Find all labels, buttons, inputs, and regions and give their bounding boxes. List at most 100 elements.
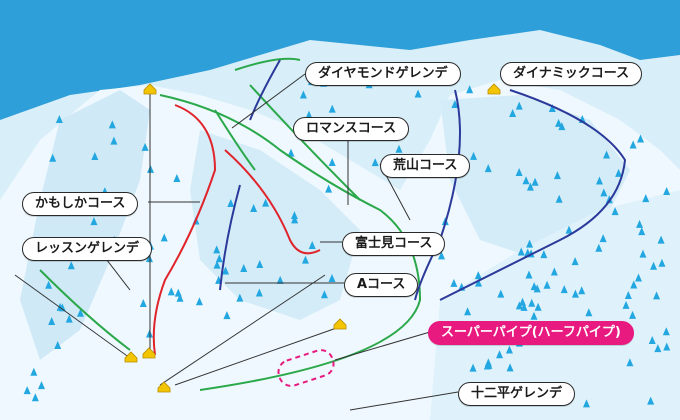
tree-icon: [438, 251, 446, 260]
label-lesson-gelande: レッスンゲレンデ: [22, 237, 153, 261]
lodge-icon: [487, 83, 501, 95]
tree-icon: [90, 217, 98, 226]
tree-icon: [450, 278, 458, 287]
course-red-main: [152, 104, 217, 356]
tree-icon: [530, 282, 538, 291]
tree-icon: [515, 101, 523, 110]
tree-icon: [526, 182, 534, 191]
tree-icon: [525, 270, 533, 279]
label-super-pipe: スーパーパイプ(ハーフパイプ): [428, 321, 634, 345]
tree-icon: [173, 174, 181, 183]
tree-icon: [305, 110, 313, 119]
tree-icon: [654, 344, 662, 353]
course-red-center: [224, 149, 321, 255]
label-fujimi-course: 富士見コース: [342, 232, 446, 256]
tree-icon: [215, 254, 223, 263]
tree-icon: [639, 249, 647, 258]
tree-icon: [629, 310, 637, 319]
tree-icon: [509, 108, 517, 117]
tree-icon: [54, 341, 62, 350]
tree-icon: [534, 302, 542, 311]
tree-icon: [578, 286, 586, 295]
tree-icon: [395, 144, 403, 153]
tree-icon: [250, 204, 258, 213]
tree-icon: [139, 298, 147, 307]
tree-icon: [108, 120, 116, 129]
tree-icon: [657, 235, 665, 244]
course-navy-3: [414, 89, 461, 301]
tree-icon: [291, 215, 299, 224]
tree-icon: [622, 300, 630, 309]
tree-icon: [67, 261, 75, 270]
tree-icon: [600, 188, 608, 197]
tree-icon: [565, 225, 573, 234]
tree-icon: [605, 195, 613, 204]
lodge-icon: [142, 347, 156, 359]
tree-icon: [256, 259, 264, 268]
tree-icon: [464, 307, 472, 316]
tree-icon: [65, 314, 73, 323]
tree-icon: [145, 254, 153, 263]
tree-icon: [48, 317, 56, 326]
tree-icon: [497, 289, 505, 298]
tree-icon: [147, 164, 155, 173]
course-navy-1: [249, 59, 281, 121]
tree-icon: [626, 358, 634, 367]
tree-icon: [308, 241, 316, 250]
tree-icon: [167, 287, 175, 296]
tree-icon: [550, 267, 558, 276]
tree-icon: [328, 104, 336, 113]
tree-icon: [55, 115, 63, 124]
tree-icon: [553, 171, 561, 180]
course-green-top: [234, 57, 301, 71]
tree-icon: [475, 278, 483, 287]
tree-icon: [49, 153, 57, 162]
tree-icon: [474, 271, 482, 280]
tree-icon: [624, 291, 632, 300]
tree-icon: [287, 148, 295, 157]
label-juniheita-gelande: 十二平ゲレンデ: [458, 382, 576, 406]
leader-diamond: [231, 73, 306, 129]
label-kamoshika-course: かもしかコース: [22, 192, 139, 216]
tree-icon: [371, 158, 379, 167]
tree-icon: [236, 293, 244, 302]
tree-icon: [555, 118, 563, 127]
tree-icon: [555, 194, 563, 203]
tree-icon: [110, 136, 118, 145]
tree-icon: [599, 234, 607, 243]
tree-icon: [560, 285, 568, 294]
tree-icon: [530, 311, 538, 320]
tree-icon: [227, 198, 235, 207]
tree-icon: [325, 184, 333, 193]
tree-icon: [543, 280, 551, 289]
label-arayama-course: 荒山コース: [380, 154, 471, 178]
tree-icon: [548, 103, 556, 112]
tree-icon: [484, 164, 492, 173]
tree-icon: [496, 350, 504, 359]
tree-icon: [223, 311, 231, 320]
tree-icon: [585, 308, 593, 317]
lower-shade-right: [430, 190, 680, 420]
tree-icon: [558, 122, 566, 131]
tree-icon: [466, 85, 474, 94]
lodge-icon: [143, 83, 157, 95]
tree-icon: [320, 290, 328, 299]
tree-icon: [648, 335, 656, 344]
tree-icon: [58, 303, 66, 312]
label-diamond-gelande: ダイヤモンドゲレンデ: [305, 62, 461, 86]
leader-juniheita: [349, 391, 459, 411]
tree-icon: [255, 288, 263, 297]
tree-icon: [30, 367, 38, 376]
course-green-mid: [159, 94, 422, 391]
tree-icon: [531, 177, 539, 186]
tree-icon: [595, 176, 603, 185]
tree-icon: [484, 358, 492, 367]
tree-icon: [76, 308, 84, 317]
tree-icon: [451, 100, 459, 109]
tree-icon: [301, 255, 309, 264]
tree-icon: [615, 168, 623, 177]
tree-icon: [642, 194, 650, 203]
tree-icon: [637, 134, 645, 143]
tree-icon: [603, 150, 611, 159]
tree-icon: [634, 273, 642, 282]
